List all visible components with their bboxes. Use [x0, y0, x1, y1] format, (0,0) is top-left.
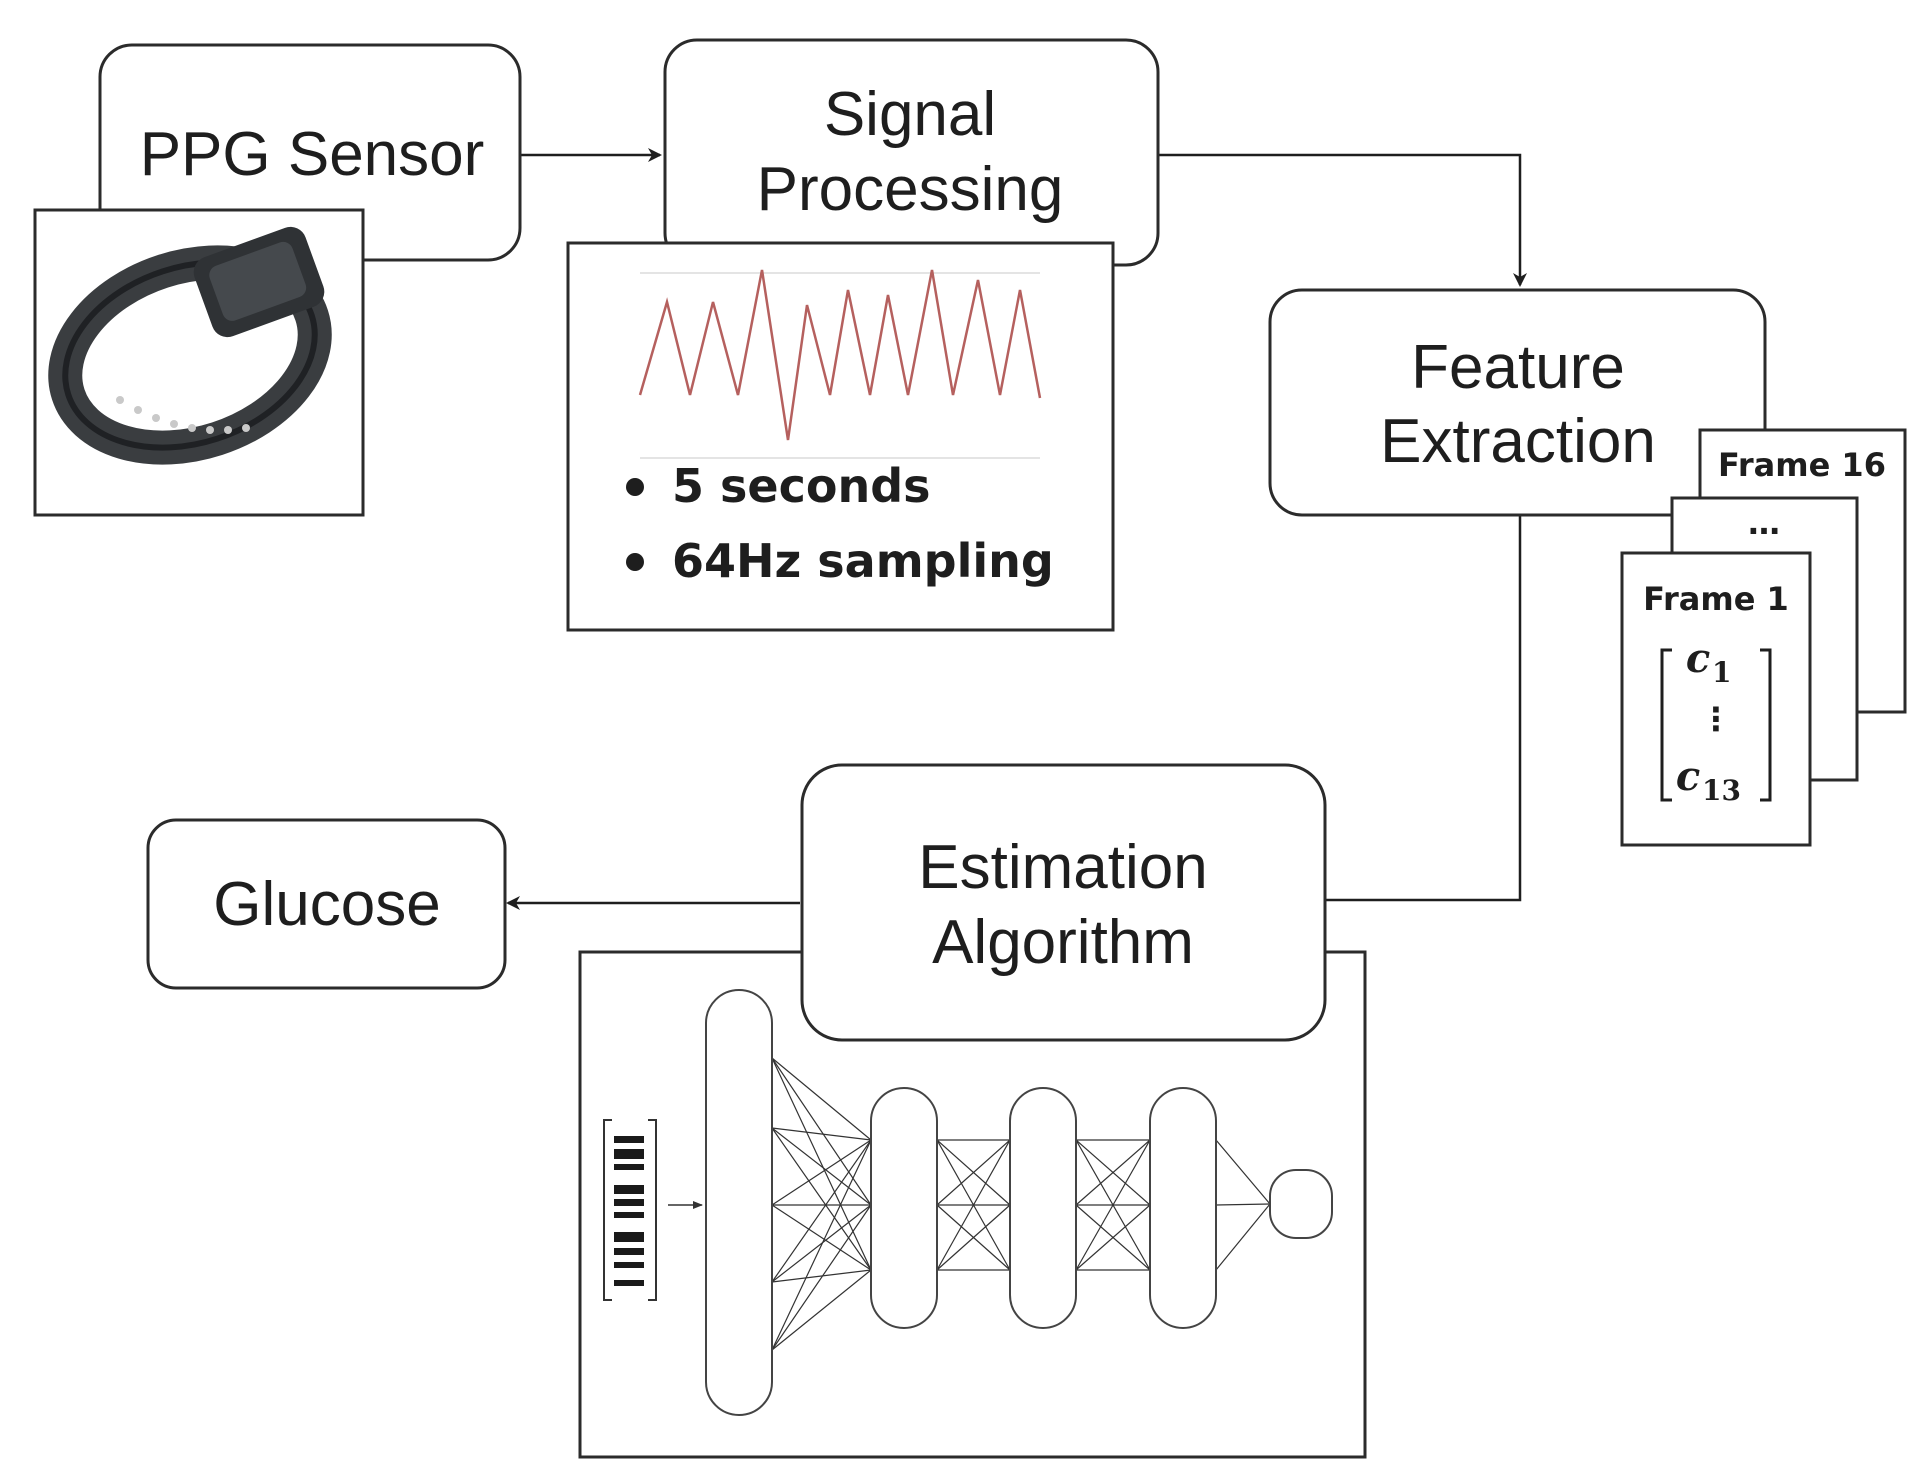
nn-connection — [1075, 1139, 1151, 1271]
nn-connection — [771, 1127, 872, 1271]
signal-processing-node: Signal Processing — [663, 38, 1160, 267]
signal-processing-label-line1: Signal — [824, 80, 996, 149]
signal-processing-label-line2: Processing — [757, 155, 1064, 224]
nn-connection — [1215, 1203, 1271, 1206]
nn-connection — [771, 1057, 872, 1271]
glucose-node: Glucose — [146, 818, 507, 990]
frame-ellipsis-label: … — [1748, 504, 1780, 542]
nn-connection — [771, 1127, 872, 1206]
signal-panel: 5 seconds 64Hz sampling — [566, 241, 1115, 632]
frame-16-label: Frame 16 — [1718, 446, 1886, 484]
feature-extraction-node: Feature Extraction — [1268, 288, 1767, 517]
estimation-algorithm-label-line2: Algorithm — [932, 908, 1194, 977]
ppg-sensor-label: PPG Sensor — [140, 120, 485, 189]
signal-bullet-1: 5 seconds — [672, 459, 931, 513]
vector-vdots: ⋮ — [1700, 700, 1732, 738]
nn-connection — [936, 1204, 1011, 1271]
edge-signal-to-feature — [1158, 153, 1527, 287]
estimation-algorithm-label-line1: Estimation — [918, 833, 1207, 902]
nn-connection — [936, 1139, 1011, 1271]
vector-bottom-symbol: c — [1676, 753, 1700, 800]
nn-connection — [1215, 1139, 1271, 1205]
nn-connection — [1215, 1203, 1271, 1271]
feature-extraction-label-line2: Extraction — [1380, 407, 1656, 476]
signal-bullet-2: 64Hz sampling — [672, 534, 1054, 588]
vector-top-symbol: c — [1686, 635, 1710, 682]
nn-connection — [1075, 1204, 1151, 1271]
frame-stack: Frame 16 … Frame 1 c 1 ⋮ c 13 — [1620, 428, 1907, 847]
estimation-algorithm-node: Estimation Algorithm — [800, 763, 1327, 1042]
vector-left-bracket — [1660, 648, 1672, 802]
ppg-sensor-node: PPG Sensor — [98, 43, 522, 262]
nn-connection — [771, 1057, 872, 1206]
vector-bottom-subscript: 13 — [1702, 774, 1741, 807]
nn-connection — [771, 1269, 872, 1283]
nn-connection — [771, 1139, 872, 1351]
nn-connection — [771, 1127, 872, 1141]
nn-connection — [771, 1204, 872, 1351]
frame-1-label: Frame 1 — [1643, 580, 1789, 618]
bullet-dot-1 — [626, 478, 644, 496]
ppg-waveform — [638, 269, 1042, 441]
bullet-dot-2 — [626, 553, 644, 571]
nn-connection — [771, 1057, 872, 1141]
nn-connection — [771, 1139, 872, 1206]
nn-connection — [771, 1204, 872, 1283]
wristband-device-icon — [48, 226, 332, 465]
wristband-image-panel — [33, 208, 365, 517]
nn-connection — [1075, 1139, 1151, 1206]
vector-right-bracket — [1760, 648, 1772, 802]
nn-connection — [771, 1204, 872, 1271]
frame-card-1: Frame 1 c 1 ⋮ c 13 — [1620, 551, 1812, 847]
glucose-label: Glucose — [213, 870, 440, 939]
nn-connection — [771, 1139, 872, 1283]
nn-connection — [771, 1269, 872, 1351]
nn-connection — [936, 1139, 1011, 1206]
edge-feature-to-estimation — [1325, 515, 1522, 902]
neural-network-icon — [603, 989, 1333, 1416]
feature-extraction-label-line1: Feature — [1411, 333, 1625, 402]
vector-top-subscript: 1 — [1712, 656, 1731, 689]
